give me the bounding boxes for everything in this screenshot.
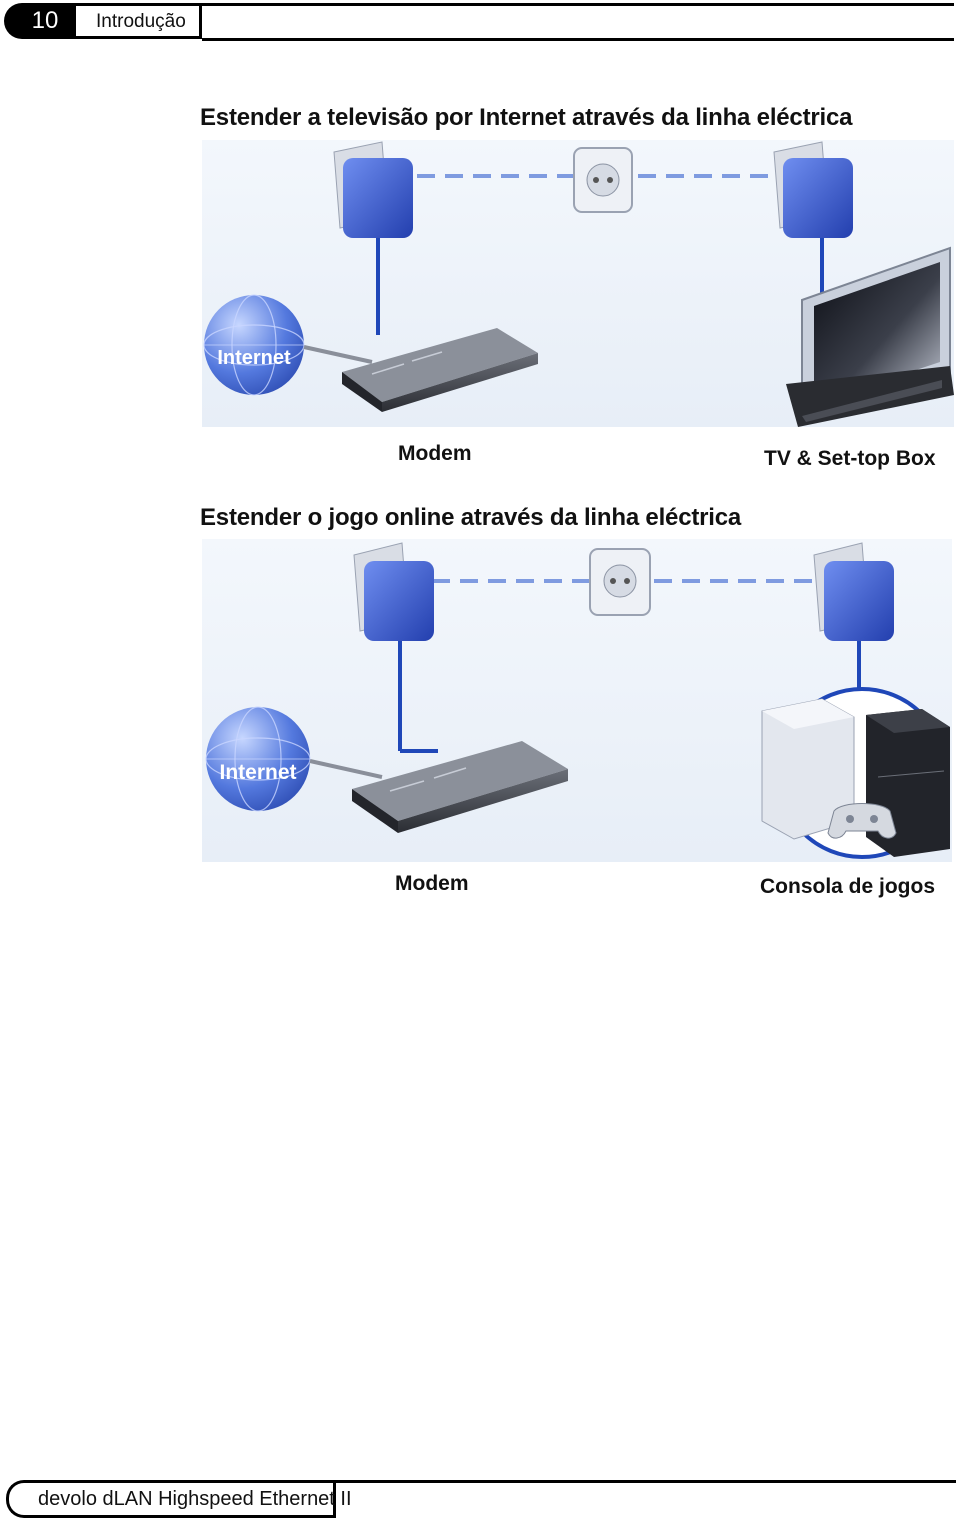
internet-globe-icon: Internet <box>203 294 305 396</box>
wall-socket-icon <box>573 147 633 213</box>
footer-cap <box>6 1480 38 1518</box>
modem-caption-gaming: Modem <box>395 872 469 895</box>
header-rule <box>202 38 954 41</box>
header-rule-top <box>202 3 954 6</box>
powerline-adapter-left-icon <box>333 141 413 238</box>
section-title-gaming: Estender o jogo online através da linha … <box>200 504 742 531</box>
tv-icon <box>786 246 954 427</box>
section-label: Introdução <box>76 3 202 39</box>
game-console-caption: Consola de jogos <box>760 875 936 898</box>
diagram-gaming: Internet <box>202 539 952 862</box>
tv-settop-caption: TV & Set-top Box <box>764 447 936 470</box>
powerline-adapter-left-icon <box>353 542 434 641</box>
diagram-tv: Internet <box>202 140 954 427</box>
footer-rule <box>336 1480 956 1483</box>
powerline-adapter-right-icon <box>813 542 894 641</box>
game-consoles-icon <box>761 687 950 859</box>
footer-product-name: devolo dLAN Highspeed Ethernet II <box>30 1480 352 1518</box>
powerline-adapter-right-icon <box>773 141 853 238</box>
modem-icon <box>342 328 538 412</box>
gamepad-icon <box>827 803 897 839</box>
page-number: 10 <box>4 3 76 39</box>
modem-caption-tv: Modem <box>398 442 472 465</box>
internet-label: Internet <box>219 761 296 784</box>
wall-socket-icon <box>589 548 651 616</box>
internet-label: Internet <box>217 347 291 369</box>
internet-globe-icon: Internet <box>205 706 311 812</box>
section-title-tv: Estender a televisão por Internet atravé… <box>200 104 853 131</box>
modem-icon <box>352 741 568 833</box>
